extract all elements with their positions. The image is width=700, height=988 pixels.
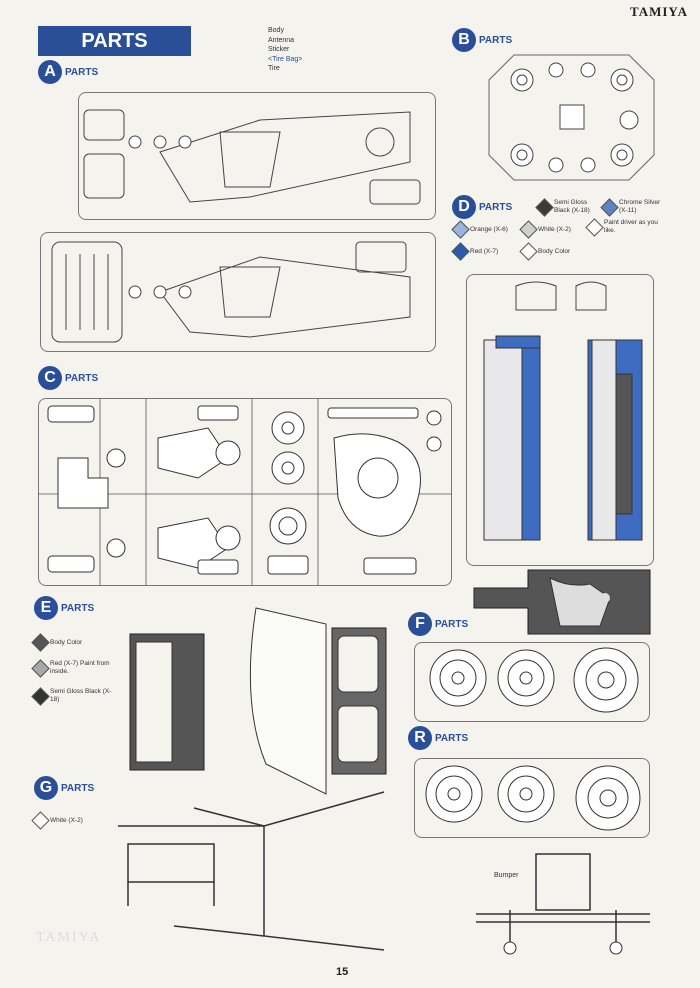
section-badge: C (38, 366, 62, 390)
sprue-a-lower (40, 232, 436, 352)
sprue-c-parts (38, 398, 452, 586)
wheel-sprue-r (414, 758, 650, 838)
wheel-sprue-f (414, 642, 650, 722)
paint-swatch-icon (585, 217, 604, 237)
wheel-sprue-r-parts (425, 765, 641, 831)
sprue-b-parts (488, 54, 655, 181)
paint-key-item: Body Color (31, 633, 114, 652)
paint-key-item: Chrome Silver (X-11) (600, 197, 667, 217)
section-e-label: E PARTS (34, 596, 94, 620)
paint-swatch-icon (519, 220, 538, 239)
section-badge: E (34, 596, 58, 620)
section-badge: B (452, 28, 476, 52)
section-badge: A (38, 60, 62, 84)
section-badge: D (452, 195, 476, 219)
sprue-d-parts (483, 281, 643, 541)
section-label-text: PARTS (61, 602, 95, 614)
paint-swatch-icon (31, 811, 50, 830)
paint-key-item: White (X-2) (31, 811, 114, 830)
paint-swatch-icon (31, 658, 50, 678)
paint-swatch-icon (451, 220, 470, 239)
section-label-text: PARTS (479, 201, 513, 213)
section-badge: F (408, 612, 432, 636)
bumper-label: Bumper (494, 872, 519, 879)
brand-logo: TAMIYA (629, 4, 688, 19)
parts-list-item: Body (268, 27, 284, 34)
section-badge: R (408, 726, 432, 750)
section-label-text: PARTS (65, 66, 99, 78)
paint-key-item: Body Color (519, 242, 588, 261)
paint-key-item: Semi Gloss Black (X-18) (535, 197, 602, 217)
sprue-a-parts (51, 109, 421, 343)
bumper-part (476, 853, 650, 955)
section-f-label: F PARTS (408, 612, 468, 636)
paint-swatch-icon (451, 242, 470, 261)
parts-list-item: Tire (268, 65, 280, 72)
paint-key-item: Paint driver as you like. (585, 217, 660, 237)
wheel-sprue-f-parts (429, 647, 639, 713)
paint-swatch-icon (31, 686, 50, 706)
paint-key-item: Red (X-7) (451, 242, 520, 261)
page-title: PARTS (38, 26, 191, 56)
paint-swatch-icon (31, 633, 50, 652)
section-a-label: A PARTS (38, 60, 98, 84)
section-label-text: PARTS (435, 618, 469, 630)
paint-swatch-icon (519, 242, 538, 261)
section-d-label: D PARTS (452, 195, 512, 219)
section-badge: G (34, 776, 58, 800)
paint-key-item: Semi Gloss Black (X-18) (31, 686, 114, 706)
paint-key-item: Red (X-7) Paint from inside. (31, 658, 114, 678)
section-label-text: PARTS (61, 782, 95, 794)
section-label-text: PARTS (479, 34, 513, 46)
section-label-text: PARTS (65, 372, 99, 384)
parts-list: Body Antenna Sticker <Tire Bag> Tire (268, 26, 302, 74)
page-number: 15 (336, 966, 349, 978)
section-g-label: G PARTS (34, 776, 94, 800)
parts-list-item: <Tire Bag> (268, 55, 303, 63)
parts-list-item: Sticker (268, 46, 290, 53)
section-r-label: R PARTS (408, 726, 468, 750)
paint-key-item: White (X-2) (519, 220, 584, 239)
sprue-a-upper (78, 92, 436, 220)
section-label-text: PARTS (435, 732, 469, 744)
paint-key-item: Orange (X-6) (451, 220, 520, 239)
paint-swatch-icon (535, 197, 554, 217)
paint-swatch-icon (600, 197, 619, 217)
parts-list-item: Antenna (268, 36, 295, 44)
body-shell-parts (129, 607, 387, 795)
sprue-c (38, 398, 452, 586)
watermark: TAMIYA (36, 930, 102, 945)
section-c-label: C PARTS (38, 366, 98, 390)
chassis-plate (473, 569, 651, 635)
roll-bar-parts (118, 791, 385, 951)
section-b-label: B PARTS (452, 28, 512, 52)
sprue-d (466, 274, 654, 566)
